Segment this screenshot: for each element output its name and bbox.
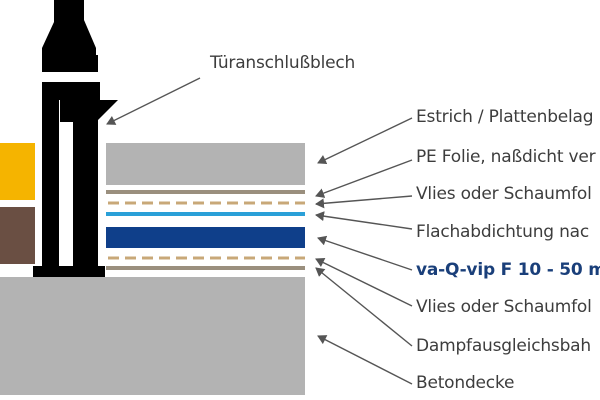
arrow-fleece-bottom bbox=[315, 258, 413, 307]
arrow-pe-foil bbox=[315, 159, 413, 198]
vip-panel-layer bbox=[106, 227, 305, 248]
arrow-flat-seal bbox=[315, 211, 413, 230]
label-fleece-top: Vlies oder Schaumfol bbox=[416, 184, 592, 204]
fleece-layer-bottom bbox=[106, 256, 305, 270]
arrow-fleece-top bbox=[315, 195, 413, 209]
label-door-sheet: Türanschlußblech bbox=[210, 53, 356, 73]
arrow-vip bbox=[317, 235, 413, 271]
door-leaf-yellow bbox=[0, 143, 35, 200]
label-vip: va-Q-vip F 10 - 50 m bbox=[416, 260, 600, 280]
label-pe-foil: PE Folie, naßdicht ver bbox=[416, 147, 596, 167]
screed-layer bbox=[106, 143, 305, 185]
arrow-door-sheet bbox=[106, 77, 201, 125]
door-frame-highlight bbox=[53, 73, 89, 79]
fleece-layer-top bbox=[106, 190, 305, 205]
label-concrete: Betondecke bbox=[416, 373, 515, 393]
pe-foil-layer bbox=[106, 212, 305, 216]
door-frame-profile bbox=[33, 0, 118, 277]
arrow-screed bbox=[317, 117, 413, 165]
door-leaf-brown bbox=[0, 207, 35, 264]
label-screed: Estrich / Plattenbelag bbox=[416, 107, 594, 127]
label-flat-seal: Flachabdichtung nac bbox=[416, 222, 590, 242]
arrow-vapor-barrier bbox=[315, 267, 413, 347]
leader-arrows bbox=[106, 77, 413, 385]
concrete-slab bbox=[0, 277, 305, 395]
arrow-concrete bbox=[317, 335, 413, 385]
label-fleece-bottom: Vlies oder Schaumfol bbox=[416, 297, 592, 317]
label-vapor-barrier: Dampfausgleichsbah bbox=[416, 336, 591, 356]
